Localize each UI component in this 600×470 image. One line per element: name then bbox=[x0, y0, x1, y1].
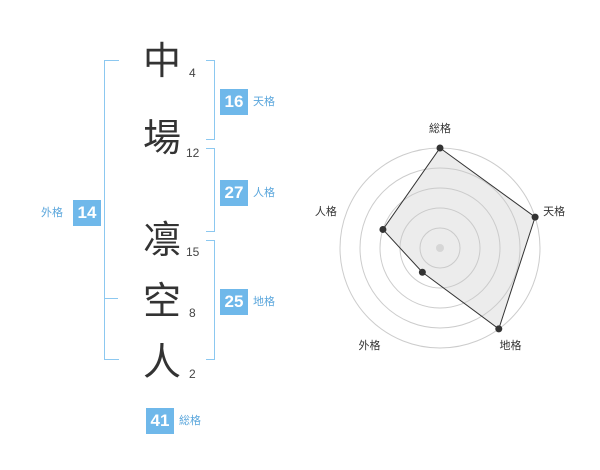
radar-ring bbox=[379, 187, 501, 309]
chi-bracket bbox=[206, 240, 215, 360]
radar-axis-label-5: 人格 bbox=[315, 204, 337, 218]
radar-ring bbox=[419, 227, 461, 269]
jin-kaku-badge: 27 bbox=[220, 180, 248, 206]
outer-bracket bbox=[104, 60, 119, 360]
radar-point-5 bbox=[379, 225, 387, 233]
radar-point-1 bbox=[436, 144, 444, 152]
radar-center-dot bbox=[436, 244, 444, 252]
name-char-1: 中 bbox=[142, 39, 181, 83]
radar-ring bbox=[359, 167, 521, 329]
chi-kaku-label: 地格 bbox=[253, 296, 275, 308]
name-char-5: 人 bbox=[142, 340, 181, 384]
gai-kaku-label: 外格 bbox=[41, 207, 63, 219]
chi-kaku-badge: 25 bbox=[220, 289, 248, 315]
sou-kaku-label: 総格 bbox=[179, 415, 201, 427]
radar-point-2 bbox=[531, 213, 539, 221]
jin-kaku-label: 人格 bbox=[253, 187, 275, 199]
ten-kaku-badge: 16 bbox=[220, 89, 248, 115]
ten-bracket bbox=[206, 60, 215, 140]
ten-kaku-label: 天格 bbox=[253, 96, 275, 108]
stroke-count-3: 15 bbox=[186, 245, 200, 259]
radar-value-polygon bbox=[382, 147, 536, 330]
sou-kaku-badge: 41 bbox=[146, 408, 174, 434]
radar-point-4 bbox=[418, 268, 426, 276]
name-char-2: 場 bbox=[142, 116, 181, 160]
name-char-3: 凛 bbox=[142, 218, 181, 262]
radar-axis-label-4: 外格 bbox=[358, 338, 380, 352]
outer-bracket-split bbox=[104, 298, 118, 299]
radar-axis-label-2: 天格 bbox=[543, 204, 565, 218]
name-char-4: 空 bbox=[142, 279, 181, 323]
radar-axis-label-1: 総格 bbox=[429, 121, 451, 135]
stroke-count-1: 4 bbox=[189, 66, 196, 80]
jin-bracket bbox=[206, 148, 215, 232]
stroke-count-5: 2 bbox=[189, 367, 196, 381]
stroke-count-2: 12 bbox=[186, 146, 200, 160]
radar-axis-label-3: 地格 bbox=[500, 338, 522, 352]
radar-point-3 bbox=[495, 325, 503, 333]
stroke-count-4: 8 bbox=[189, 306, 196, 320]
gai-kaku-badge: 14 bbox=[73, 200, 101, 226]
